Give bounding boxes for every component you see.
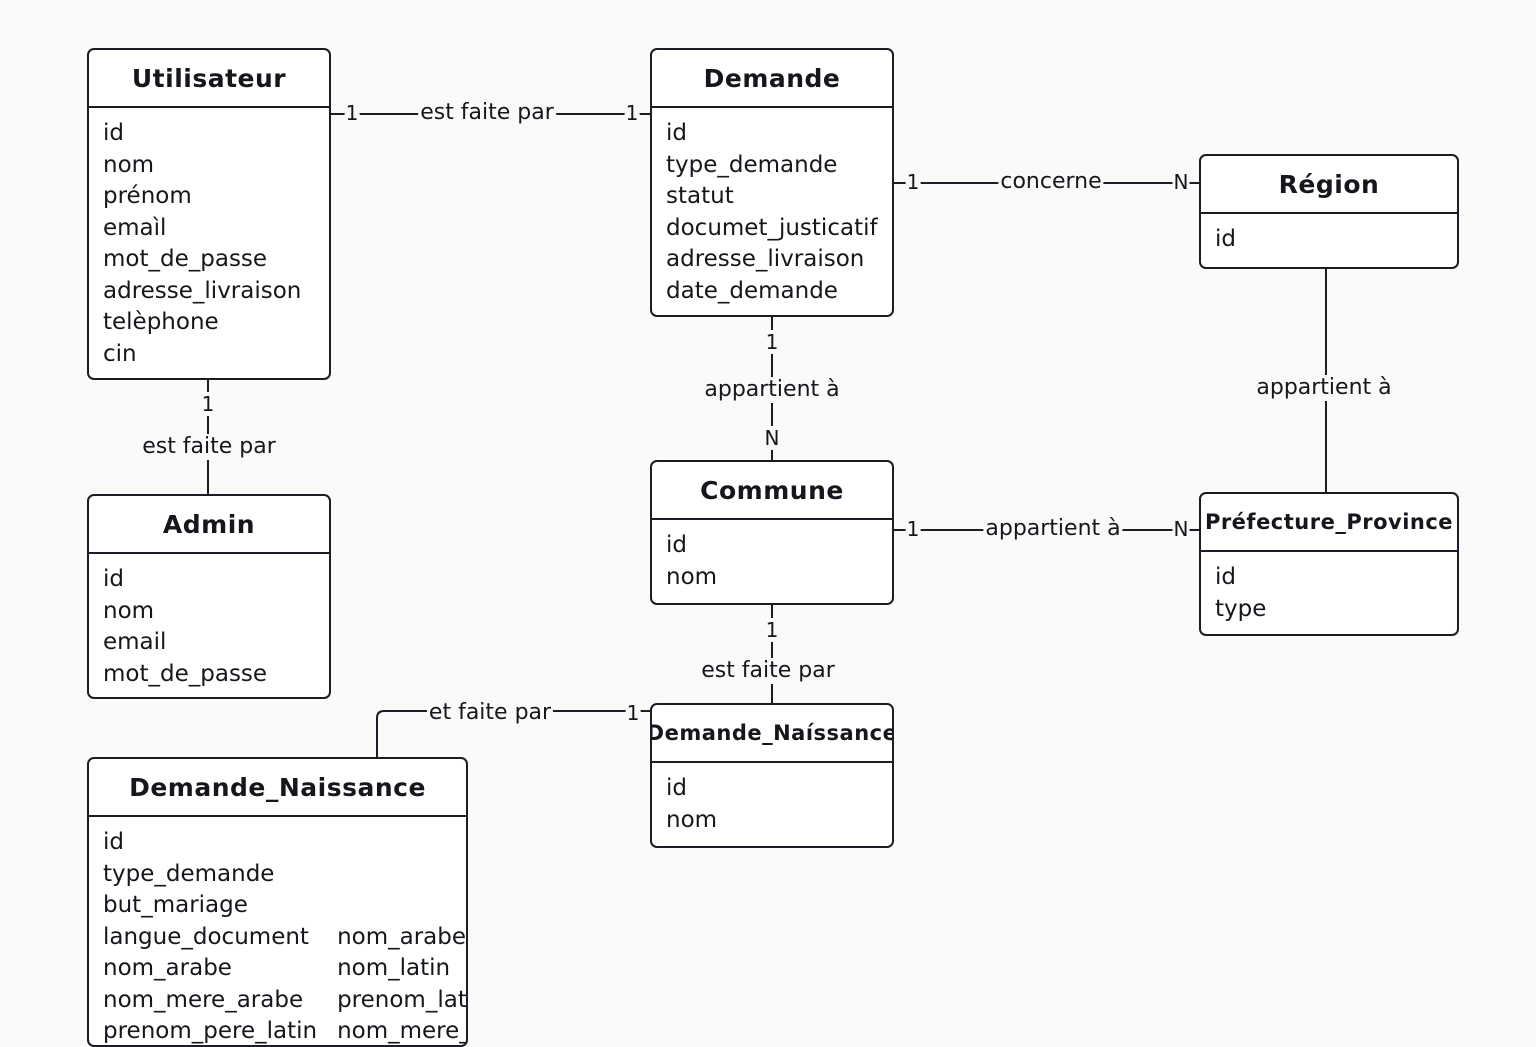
cardinality-demande-side: 1 [624,101,640,125]
attribute: nom_arabe [337,923,467,950]
attribute: mot_de_passe [103,246,268,272]
attribute-list: id nom [652,520,892,593]
cardinality-demande-commune-a: 1 [764,330,780,354]
entity-prefecture-province[interactable]: Préfecture_Province id type [1199,492,1459,636]
attribute: telèphone [103,309,219,335]
entity-title: Demande_Naíssance [652,705,892,763]
entity-region[interactable]: Région id [1199,154,1459,269]
relation-label-utilisateur-admin: est faite par [140,434,278,460]
cardinality-commune-prefecture-b: N [1172,517,1190,541]
attribute: nom_arabe [103,955,232,981]
attribute-list: id nom [652,763,892,836]
attribute: id [1215,564,1236,590]
attribute: id [666,120,687,146]
attribute-list: id type_demande statut documet_justicati… [652,108,892,307]
entity-commune[interactable]: Commune id nom [650,460,894,605]
attribute: adresse_livraison [666,246,865,272]
attribute: id [666,532,687,558]
cardinality-commune-naissance: 1 [764,618,780,642]
cardinality-naissance-naissance: 1 [625,701,641,725]
attribute: prenom_pere_latin [103,1018,318,1044]
attribute: prenom_latin [337,986,467,1013]
attribute: emaìl [103,214,167,241]
attribute: nom_mere_latin [337,1018,466,1044]
attribute: nom [103,151,155,178]
entity-title: Demande_Naissance [89,759,466,817]
attribute: nom_mere_arabe [103,986,304,1013]
entity-admin[interactable]: Admin id nom email mot_de_passe [87,494,331,699]
relation-label-demande-region: concerne [998,169,1104,195]
attribute: cin [103,340,137,367]
entity-demande[interactable]: Demande id type_demande statut documet_j… [650,48,894,317]
attribute: langue_document [103,923,309,950]
entity-title: Admin [89,496,329,554]
relation-label-region-prefecture: appartient à [1254,375,1394,401]
attribute-columns: id type_demande but_mariage langue_docum… [89,817,467,1045]
attribute: type_demande [666,151,838,178]
attribute-list: id nom prénom emaìl mot_de_passe adresse… [89,108,329,370]
relation-label-commune-naissance: est faite par [699,658,837,684]
relation-label-commune-prefecture: appartient à [983,516,1123,542]
cardinality-utilisateur-admin: 1 [200,392,216,416]
attribute: type [1215,595,1267,622]
attribute: documet_justicatif [666,214,878,241]
attribute: nom [666,806,718,833]
entity-utilisateur[interactable]: Utilisateur id nom prénom emaìl mot_de_p… [87,48,331,380]
attribute: nom_latin [337,955,451,981]
entity-title: Préfecture_Province [1201,494,1457,552]
attribute-list: id nom email mot_de_passe [89,554,329,690]
cardinality-utilisateur-side: 1 [344,101,360,125]
attribute-column-left: id type_demande but_mariage langue_docum… [103,827,318,1045]
attribute: email [103,629,167,655]
cardinality-commune-prefecture-a: 1 [905,517,921,541]
entity-title: Utilisateur [89,50,329,108]
entity-title: Région [1201,156,1457,214]
attribute-list: id type [1201,552,1457,625]
attribute: id [666,775,687,801]
attribute: id [1215,226,1236,252]
attribute-list: id [1201,214,1457,256]
attribute: id [103,120,124,146]
attribute: date_demande [666,277,838,304]
attribute: type_demande [103,860,275,887]
attribute: prénom [103,183,192,209]
cardinality-demande-region-a: 1 [905,170,921,194]
attribute: adresse_livraison [103,277,302,304]
attribute: id [103,566,124,592]
attribute: id [103,829,124,855]
attribute: but_mariage [103,892,248,918]
attribute: nom [666,563,718,590]
relation-label-utilisateur-demande: est faite par [418,100,556,126]
entity-demande-naissance-large[interactable]: Demande_Naissance id type_demande but_ma… [87,757,468,1047]
cardinality-demande-region-b: N [1172,170,1190,194]
relation-label-naissance-naissance: et faite par [426,700,554,726]
entity-title: Demande [652,50,892,108]
link-naissance-naissance [376,710,650,758]
entity-demande-naissance-small[interactable]: Demande_Naíssance id nom [650,703,894,848]
attribute: nom [103,597,155,624]
relation-label-demande-commune: appartient à [702,377,842,403]
attribute-column-right: nom_arabe nom_latin prenom_latin nom_mer… [337,827,467,1045]
cardinality-demande-commune-b: N [763,426,781,450]
attribute: statut [666,183,734,209]
attribute: mot_de_passe [103,660,268,687]
entity-title: Commune [652,462,892,520]
